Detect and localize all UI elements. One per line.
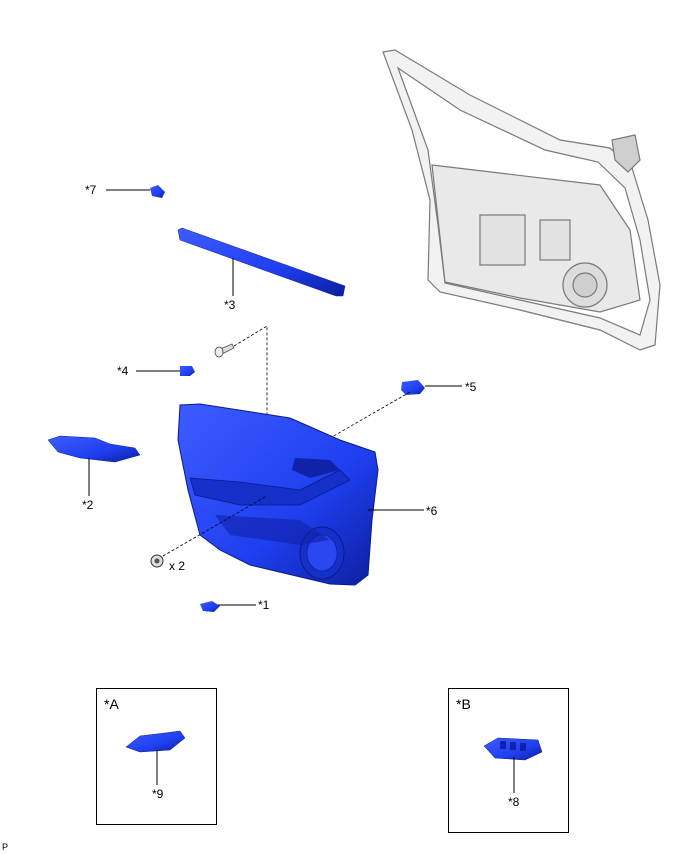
inset-box-b (448, 688, 569, 833)
part-1-clip (200, 601, 220, 612)
part-7-clip (150, 185, 165, 198)
screw-lower (150, 554, 164, 568)
screw-upper (214, 343, 235, 358)
part-4-cover (180, 366, 195, 376)
part-2-armrest (47, 435, 141, 463)
door-frame (382, 49, 661, 351)
footer-code: P (2, 842, 9, 852)
part-6-door-trim (177, 403, 379, 586)
inset-a-tag: *A (104, 696, 119, 712)
dashed-guide-5 (317, 391, 411, 446)
callout-2: *2 (82, 498, 94, 512)
inset-b-tag: *B (456, 696, 471, 712)
part-8-master-switch (483, 737, 543, 761)
callout-8: *8 (508, 795, 520, 809)
part-9-switch-base (125, 730, 186, 753)
callout-6: *6 (426, 504, 438, 518)
callout-5: *5 (465, 380, 477, 394)
callout-9: *9 (152, 787, 164, 801)
callout-3: *3 (224, 298, 236, 312)
quantity-label: x 2 (169, 559, 186, 573)
part-5-switch (401, 380, 425, 395)
callout-7: *7 (85, 183, 97, 197)
callout-4: *4 (117, 364, 129, 378)
callout-1: *1 (258, 598, 270, 612)
inset-box-a (96, 688, 217, 825)
part-3-weatherstrip (177, 227, 346, 297)
